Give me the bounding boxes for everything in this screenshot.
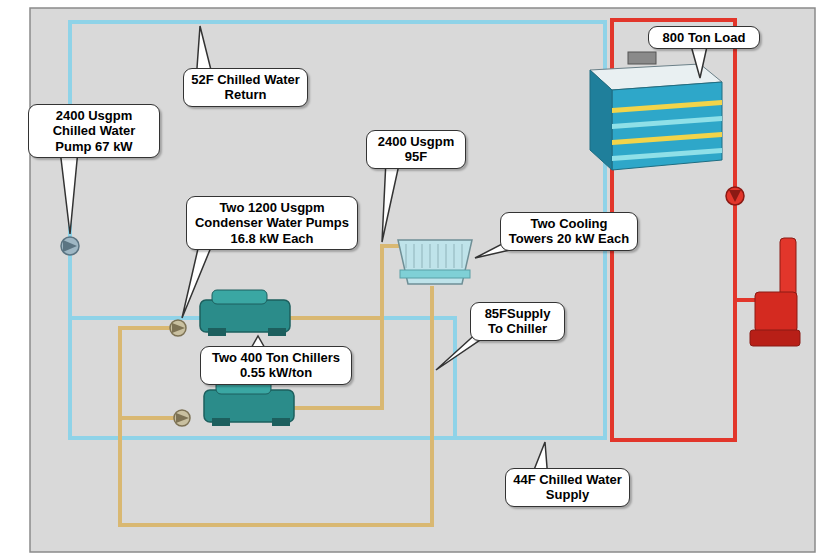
condenser-water-pipe — [120, 246, 432, 525]
callout-text: 85FSupply To Chiller — [477, 306, 558, 337]
callout-text: 52F Chilled Water Return — [190, 72, 301, 103]
callout-tail — [60, 26, 708, 480]
callout-box: 2400 Usgpm 95F — [366, 130, 466, 169]
cooling-tower — [438, 244, 439, 268]
callout-box: 52F Chilled Water Return — [183, 68, 308, 107]
condenser-water-pipe — [288, 246, 402, 318]
callout-tail — [60, 150, 78, 234]
callout-box: 85FSupply To Chiller — [470, 302, 565, 341]
condenser-water-pump — [170, 320, 186, 336]
chiller — [204, 390, 294, 422]
building-load — [612, 116, 722, 129]
callout-text: 800 Ton Load — [655, 30, 753, 45]
callout-text: Two 400 Ton Chillers 0.55 kW/ton — [207, 350, 345, 381]
cooling-tower — [414, 244, 415, 268]
building-load — [612, 100, 722, 161]
chiller — [272, 418, 290, 426]
cooling-tower — [398, 240, 472, 284]
building-load — [590, 70, 612, 170]
building-load — [612, 132, 722, 145]
condenser-water-pump — [176, 413, 189, 423]
load-loop-pump — [726, 187, 744, 205]
condenser-water-pump — [172, 323, 185, 333]
cooling-tower — [462, 244, 463, 268]
cooling-tower — [398, 240, 472, 284]
cooling-tower — [406, 244, 462, 268]
condenser-water-pump — [174, 410, 190, 426]
panel-ground — [30, 8, 815, 552]
load-loop-pump — [729, 190, 741, 202]
condenser-water-pipe — [120, 416, 182, 420]
chiller — [212, 290, 267, 304]
cooling-tower — [446, 244, 447, 268]
callout-tail — [182, 240, 214, 318]
callout-text: 44F Chilled Water Supply — [512, 472, 623, 503]
callout-box: Two 400 Ton Chillers 0.55 kW/ton — [200, 346, 352, 385]
callout-box: Two Cooling Towers 20 kW Each — [500, 212, 638, 251]
callout-box: Two 1200 Usgpm Condenser Water Pumps 16.… — [186, 196, 358, 250]
chiller — [208, 328, 226, 336]
callout-box: 2400 Usgpm Chilled Water Pump 67 kW — [28, 104, 160, 158]
cooling-tower — [406, 244, 407, 268]
building-load — [612, 148, 722, 161]
condenser-water-pipe — [120, 286, 432, 525]
callout-text: Two Cooling Towers 20 kW Each — [507, 216, 631, 247]
callout-text: Two 1200 Usgpm Condenser Water Pumps 16.… — [193, 200, 351, 246]
chiller — [268, 328, 286, 336]
cooling-tower — [430, 244, 431, 268]
callout-text: 2400 Usgpm Chilled Water Pump 67 kW — [35, 108, 153, 154]
boiler — [750, 330, 800, 346]
building-load — [612, 82, 722, 170]
callout-text: 2400 Usgpm 95F — [373, 134, 459, 165]
boiler — [735, 238, 800, 346]
callout-box: 800 Ton Load — [648, 26, 760, 49]
chilled-water-pump — [63, 240, 77, 252]
condenser-water-pump — [170, 320, 190, 426]
cooling-tower — [400, 270, 470, 278]
cooling-tower — [454, 244, 455, 268]
callout-tail — [382, 160, 400, 242]
building-load — [628, 52, 656, 64]
building-load — [612, 100, 722, 113]
load-loop-pump — [726, 187, 744, 205]
boiler — [755, 292, 797, 332]
chilled-water-pump — [61, 237, 79, 255]
chilled-water-pump — [61, 237, 79, 255]
chiller — [200, 300, 290, 332]
chilled-water-pipe — [70, 318, 455, 438]
chiller — [212, 418, 230, 426]
cooling-tower — [422, 244, 423, 268]
callout-box: 44F Chilled Water Supply — [505, 468, 630, 507]
